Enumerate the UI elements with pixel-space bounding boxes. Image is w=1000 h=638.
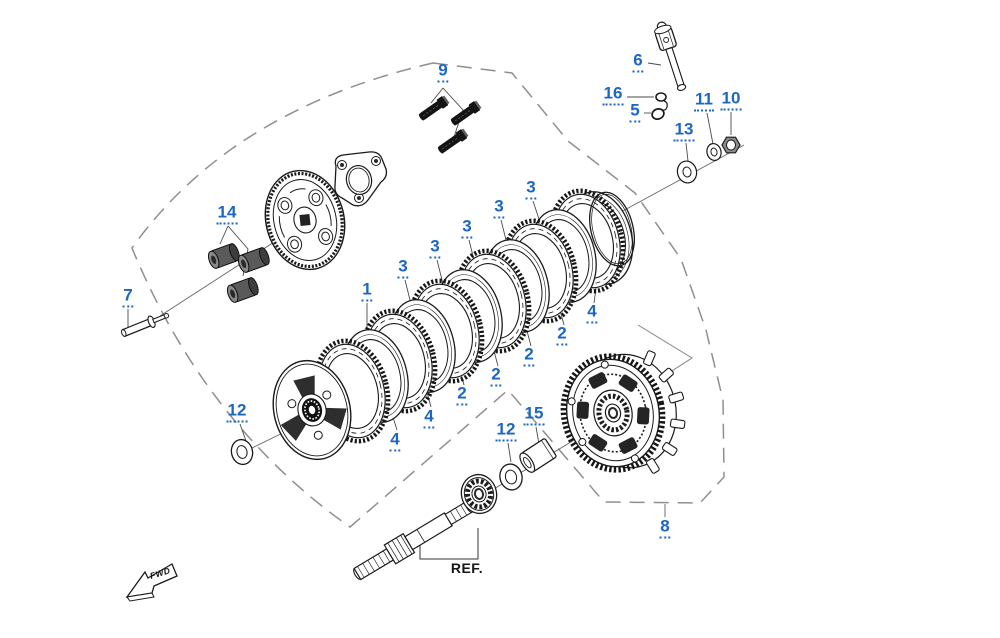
callout-number: 7 <box>123 285 133 305</box>
washer-11 <box>706 142 722 162</box>
callout-number: 14 <box>217 202 237 222</box>
callout-part-4-20[interactable]: 4 <box>423 408 434 429</box>
callout-number: 2 <box>457 383 467 403</box>
callout-part-16-2[interactable]: 16 <box>603 85 624 106</box>
callout-number: 4 <box>587 301 597 321</box>
callout-number: 10 <box>721 88 741 108</box>
callout-part-4-21[interactable]: 4 <box>586 303 597 324</box>
callout-number: 6 <box>633 50 643 70</box>
callout-number: 3 <box>526 177 536 197</box>
callout-part-12-23[interactable]: 12 <box>496 421 517 442</box>
washer-13 <box>676 160 698 184</box>
large-oring <box>589 191 635 267</box>
callout-part-4-19[interactable]: 4 <box>389 431 400 452</box>
callout-number: 2 <box>557 323 567 343</box>
callout-number: 5 <box>630 100 640 120</box>
pushrod-7 <box>120 313 170 338</box>
callout-part-2-16[interactable]: 2 <box>490 366 501 387</box>
callout-number: 3 <box>494 196 504 216</box>
ref-label-text: REF. <box>450 560 484 576</box>
callout-part-2-18[interactable]: 2 <box>556 325 567 346</box>
callout-part-12-22[interactable]: 12 <box>227 402 248 423</box>
clutch-hub <box>272 359 352 461</box>
callout-part-11-4[interactable]: 11 <box>694 91 714 112</box>
fwd-arrow: FWD <box>125 563 178 602</box>
release-joint-6 <box>654 21 687 91</box>
callout-number: 3 <box>398 256 408 276</box>
callout-number: 2 <box>524 344 534 364</box>
gasket-plate <box>334 151 388 207</box>
ball-bearing <box>460 473 498 515</box>
callout-part-15-24[interactable]: 15 <box>524 405 545 426</box>
callout-number: 12 <box>496 419 516 439</box>
callout-part-3-11[interactable]: 3 <box>429 238 440 259</box>
oring-5 <box>651 108 665 120</box>
callout-part-13-6[interactable]: 13 <box>674 121 695 142</box>
clutch-basket <box>560 350 686 474</box>
callout-number: 11 <box>695 89 713 109</box>
callout-part-5-3[interactable]: 5 <box>629 102 640 123</box>
callout-number: 3 <box>430 236 440 256</box>
callout-number: 12 <box>227 400 247 420</box>
callout-number: 2 <box>491 364 501 384</box>
callout-number: 4 <box>424 406 434 426</box>
callout-part-2-17[interactable]: 2 <box>523 346 534 367</box>
kit-boundary-dashed <box>131 62 725 528</box>
callout-part-7-8[interactable]: 7 <box>122 287 133 308</box>
callout-number: 15 <box>524 403 544 423</box>
ref-label: REF. <box>451 560 483 576</box>
lifter-plate <box>264 169 346 271</box>
ref-bracket <box>419 528 479 560</box>
callout-part-3-10[interactable]: 3 <box>397 258 408 279</box>
callout-part-3-12[interactable]: 3 <box>461 218 472 239</box>
callout-part-8-25[interactable]: 8 <box>659 518 670 539</box>
washer-12-left <box>230 438 254 466</box>
callout-number: 1 <box>362 279 372 299</box>
callout-number: 9 <box>438 60 448 80</box>
retainer-ring-16 <box>655 92 668 111</box>
callout-number: 4 <box>390 429 400 449</box>
callout-number: 13 <box>674 119 694 139</box>
callout-part-6-1[interactable]: 6 <box>632 52 643 73</box>
callout-part-2-15[interactable]: 2 <box>456 385 467 406</box>
callout-number: 3 <box>462 216 472 236</box>
bushing-15 <box>519 438 557 473</box>
callout-part-9-0[interactable]: 9 <box>437 62 448 83</box>
washer-12-right <box>499 463 523 491</box>
callout-part-10-5[interactable]: 10 <box>721 90 742 111</box>
callout-part-3-14[interactable]: 3 <box>525 179 536 200</box>
callout-number: 8 <box>660 516 670 536</box>
callout-number: 16 <box>603 83 623 103</box>
nut-10 <box>721 136 741 154</box>
callout-part-1-9[interactable]: 1 <box>361 281 372 302</box>
callout-part-3-13[interactable]: 3 <box>493 198 504 219</box>
callout-part-14-7[interactable]: 14 <box>217 204 238 225</box>
